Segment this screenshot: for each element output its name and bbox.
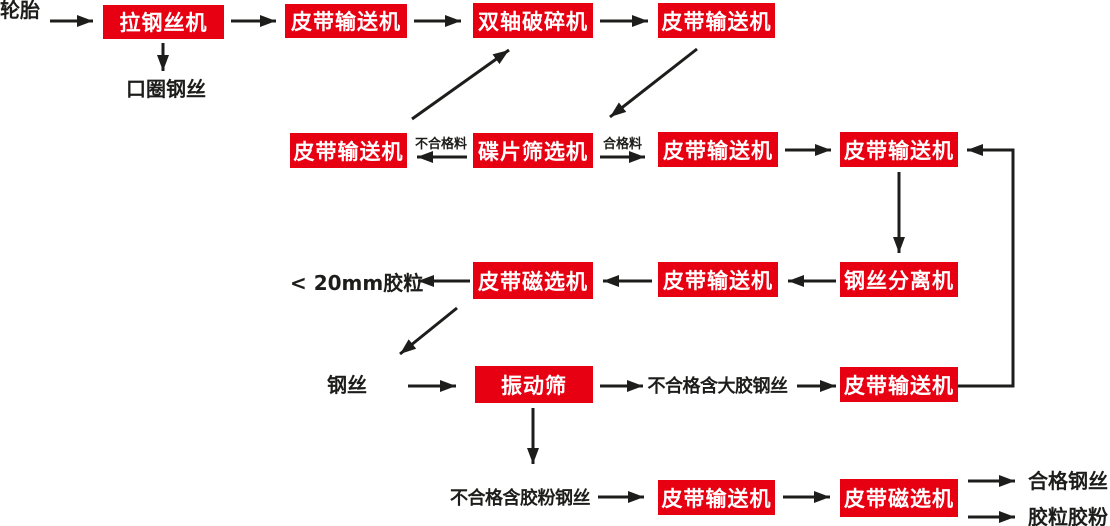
node-belt-conveyor-6: 皮带输送机 <box>658 262 778 297</box>
node-belt-conveyor-5: 皮带输送机 <box>840 132 958 167</box>
node-under-20mm-rubber-granule: < 20mm胶粒 <box>290 271 424 295</box>
node-ring-steel-wire: 口圈钢丝 <box>126 77 206 101</box>
node-belt-conveyor-4: 皮带输送机 <box>658 132 778 167</box>
node-belt-conveyor-3: 皮带输送机 <box>290 133 407 168</box>
node-rubber-granule-powder: 胶粒胶粉 <box>1028 505 1108 526</box>
node-belt-magnetic-separator-1: 皮带磁选机 <box>473 262 593 299</box>
node-double-shaft-crusher: 双轴破碎机 <box>473 3 593 38</box>
node-unqualified-rubber-powder-wire: 不合格含胶粉钢丝 <box>450 488 591 509</box>
node-wire-drawing-machine: 拉钢丝机 <box>103 5 224 39</box>
node-steel-wire: 钢丝 <box>327 373 367 397</box>
node-belt-conveyor-1: 皮带输送机 <box>285 4 407 38</box>
node-belt-magnetic-separator-2: 皮带磁选机 <box>840 479 958 517</box>
edge-label-qualified: 合格料 <box>602 137 642 152</box>
node-belt-conveyor-2: 皮带输送机 <box>658 3 775 38</box>
node-vibrating-screen: 振动筛 <box>475 366 593 403</box>
node-belt-conveyor-8: 皮带输送机 <box>658 480 775 515</box>
node-unqualified-large-rubber-wire: 不合格含大胶钢丝 <box>647 376 789 397</box>
node-disc-screening-machine: 碟片筛选机 <box>473 133 593 168</box>
node-qualified-steel-wire: 合格钢丝 <box>1028 469 1108 493</box>
node-steel-wire-separator: 钢丝分离机 <box>840 262 958 297</box>
node-tire: 轮胎 <box>0 0 40 22</box>
node-belt-conveyor-7: 皮带输送机 <box>840 367 958 402</box>
edge-label-unqualified: 不合格料 <box>414 137 467 152</box>
